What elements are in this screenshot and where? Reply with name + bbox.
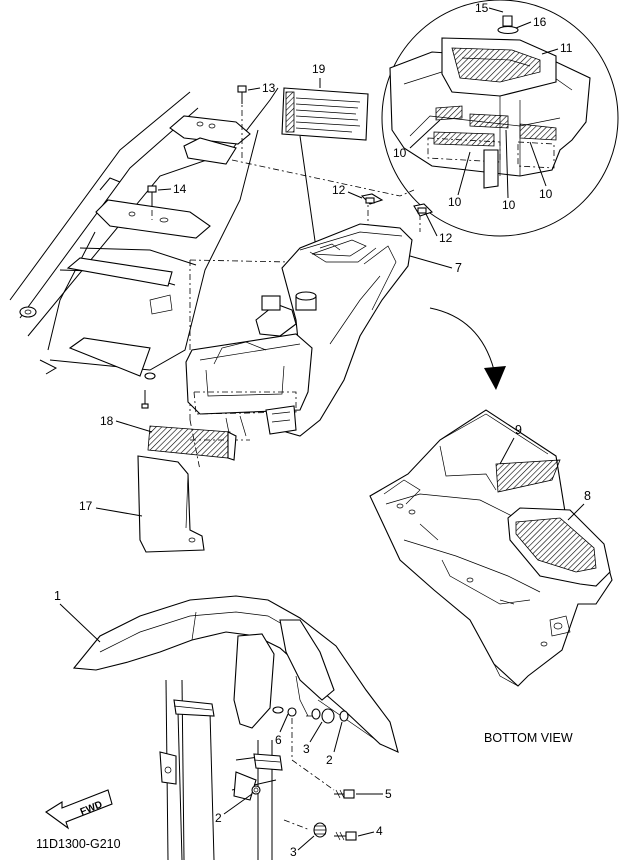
callout-2b: 2: [215, 793, 253, 825]
rear-fender-part: [185, 223, 413, 439]
bolt-6-part: [272, 706, 297, 717]
callout-17: 17: [79, 499, 143, 517]
callout-14-number: 14: [173, 182, 187, 196]
callout-17-number: 17: [79, 499, 93, 513]
diagram-id: 11D1300-G210: [36, 837, 121, 851]
callout-12b: 12: [425, 213, 453, 245]
callout-10d: 10: [529, 141, 553, 201]
callout-10a: 10: [393, 119, 441, 160]
callout-7: 7: [409, 255, 462, 275]
bolt-13-part: [237, 85, 247, 104]
bolt-5-part: [334, 789, 355, 799]
direction-arrow: [429, 307, 506, 390]
frame-rear: [9, 87, 279, 409]
callout-2b-number: 2: [215, 811, 222, 825]
callout-12a-number: 12: [332, 183, 346, 197]
callout-8: 8: [567, 489, 591, 521]
callout-1: 1: [54, 589, 101, 643]
callout-11: 11: [541, 41, 573, 55]
battery-box-detail: [389, 15, 591, 189]
callout-19-number: 19: [312, 62, 326, 76]
callout-10d-number: 10: [539, 187, 553, 201]
damper-18-part: [147, 425, 237, 461]
callout-15-number: 15: [475, 1, 489, 15]
bolt-14-part: [147, 185, 157, 206]
collar-grommet-set: [251, 708, 349, 795]
nut-12-part-b: [413, 203, 434, 217]
callout-6-number: 6: [275, 733, 282, 747]
callout-2a: 2: [326, 721, 343, 767]
callout-6: 6: [275, 713, 289, 747]
callout-2a-number: 2: [326, 753, 333, 767]
bottom-view-caption: BOTTOM VIEW: [484, 731, 573, 745]
callout-4-number: 4: [376, 824, 383, 838]
callout-10a-number: 10: [393, 146, 407, 160]
label-19-part: [281, 87, 369, 141]
callout-12b-number: 12: [439, 231, 453, 245]
front-fender-part: [72, 595, 399, 753]
callout-12a: 12: [332, 183, 363, 199]
mud-flap-part: [137, 455, 205, 553]
callout-18: 18: [100, 414, 153, 433]
fwd-arrow: FWD: [45, 789, 113, 830]
callout-18-number: 18: [100, 414, 114, 428]
callout-3a-number: 3: [303, 742, 310, 756]
callout-5-number: 5: [385, 787, 392, 801]
callout-1-number: 1: [54, 589, 61, 603]
callout-8-number: 8: [584, 489, 591, 503]
callout-13-number: 13: [262, 81, 276, 95]
detail-circle: [381, 0, 619, 237]
callout-9: 9: [499, 423, 522, 465]
bolt-4-part: [334, 831, 357, 841]
callout-9-number: 9: [515, 423, 522, 437]
callout-10c: 10: [502, 129, 516, 212]
callout-5: 5: [356, 787, 392, 801]
callout-3a: 3: [303, 721, 323, 756]
callout-15: 15: [475, 1, 504, 15]
callout-3b: 3: [290, 835, 315, 859]
nut-12-part-a: [360, 193, 384, 205]
callout-4: 4: [357, 824, 383, 838]
callout-16: 16: [515, 15, 547, 29]
callout-7-number: 7: [455, 261, 462, 275]
callout-13: 13: [247, 81, 276, 95]
callout-14: 14: [157, 182, 187, 196]
callout-10c-number: 10: [502, 198, 516, 212]
callout-16-number: 16: [533, 15, 547, 29]
callout-19: 19: [312, 62, 326, 88]
callout-11-number: 11: [560, 41, 573, 55]
bottom-view-fender: [369, 409, 613, 687]
callout-10b: 10: [448, 151, 471, 209]
grommet-3-part: [313, 822, 327, 838]
callout-10b-number: 10: [448, 195, 462, 209]
callout-3b-number: 3: [290, 845, 297, 859]
front-fork: [159, 679, 283, 860]
